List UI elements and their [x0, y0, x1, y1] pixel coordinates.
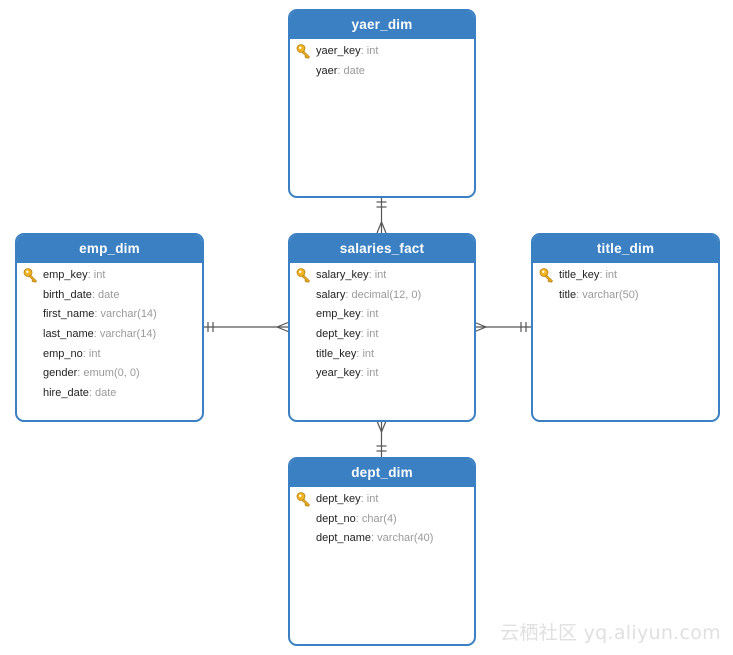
- field-name: dept_name: [316, 532, 372, 545]
- entity-title: dept_dim: [290, 459, 474, 487]
- field-type: : int: [360, 308, 379, 321]
- field-row[interactable]: emp_key: int: [17, 266, 202, 286]
- field-name: yaer_key: [316, 45, 361, 57]
- key-icon: [539, 268, 554, 283]
- connector-salaries-title: [474, 321, 531, 333]
- field-name: year_key: [316, 367, 361, 380]
- field-type: : varchar(50): [576, 288, 639, 301]
- field-type: : int: [360, 367, 379, 380]
- field-type: : int: [360, 493, 379, 505]
- key-icon: [296, 44, 311, 59]
- field-row[interactable]: emp_no: int: [17, 345, 202, 365]
- field-row[interactable]: dept_no: char(4): [290, 510, 474, 530]
- field-type: : date: [88, 387, 117, 400]
- field-name: dept_key: [316, 328, 361, 341]
- field-row[interactable]: yaer_key: int: [290, 42, 474, 62]
- field-type: : decimal(12, 0): [345, 288, 422, 301]
- field-type: : emum(0, 0): [77, 367, 140, 380]
- field-type: : int: [356, 347, 375, 360]
- field-row[interactable]: dept_name: varchar(40): [290, 529, 474, 549]
- connector-salaries-yaer: [376, 197, 387, 234]
- field-row[interactable]: emp_key: int: [290, 305, 474, 325]
- field-name: dept_no: [316, 512, 356, 525]
- connector-salaries-dept: [376, 420, 387, 457]
- field-name: yaer: [316, 64, 338, 77]
- field-row[interactable]: hire_date: date: [17, 384, 202, 404]
- field-row[interactable]: birth_date: date: [17, 286, 202, 306]
- field-name: first_name: [43, 308, 95, 321]
- field-type: : date: [337, 64, 365, 77]
- field-name: gender: [43, 367, 78, 380]
- field-type: : char(4): [355, 512, 397, 525]
- key-icon: [23, 268, 38, 283]
- field-type: : varchar(14): [93, 328, 157, 341]
- field-row[interactable]: title_key: int: [533, 266, 718, 286]
- field-row[interactable]: last_name: varchar(14): [17, 325, 202, 345]
- field-type: : int: [360, 328, 379, 341]
- field-name: title: [559, 288, 577, 301]
- field-name: emp_key: [43, 269, 88, 281]
- field-name: dept_key: [316, 493, 361, 505]
- field-row[interactable]: salary_key: int: [290, 266, 474, 286]
- key-icon: [296, 492, 311, 507]
- field-type: : int: [82, 347, 101, 360]
- field-row[interactable]: first_name: varchar(14): [17, 305, 202, 325]
- field-row[interactable]: yaer: date: [290, 62, 474, 82]
- field-type: : int: [368, 269, 387, 281]
- field-row[interactable]: year_key: int: [290, 364, 474, 384]
- key-icon: [296, 268, 311, 283]
- field-name: title_key: [316, 347, 357, 360]
- field-type: : varchar(14): [94, 308, 157, 321]
- entity-title: yaer_dim: [290, 11, 474, 39]
- entity-title: salaries_fact: [290, 235, 474, 263]
- field-type: : int: [360, 45, 379, 57]
- field-row[interactable]: salary: decimal(12, 0): [290, 286, 474, 306]
- field-row[interactable]: title_key: int: [290, 345, 474, 365]
- field-name: emp_no: [43, 347, 83, 360]
- field-type: : date: [91, 288, 120, 301]
- connector-salaries-emp: [203, 321, 289, 333]
- field-name: title_key: [559, 269, 600, 281]
- field-name: salary_key: [316, 269, 369, 281]
- field-name: birth_date: [43, 288, 92, 301]
- field-name: last_name: [43, 328, 94, 341]
- field-name: salary: [316, 288, 346, 301]
- field-row[interactable]: dept_key: int: [290, 490, 474, 510]
- field-row[interactable]: title: varchar(50): [533, 286, 718, 306]
- field-row[interactable]: gender: emum(0, 0): [17, 364, 202, 384]
- watermark: 云栖社区 yq.aliyun.com: [500, 622, 721, 644]
- field-row[interactable]: dept_key: int: [290, 325, 474, 345]
- entity-title: emp_dim: [17, 235, 202, 263]
- field-type: : varchar(40): [371, 532, 434, 545]
- field-type: : int: [599, 269, 618, 281]
- field-type: : int: [87, 269, 106, 281]
- field-name: hire_date: [43, 387, 89, 400]
- entity-title: title_dim: [533, 235, 718, 263]
- field-name: emp_key: [316, 308, 361, 321]
